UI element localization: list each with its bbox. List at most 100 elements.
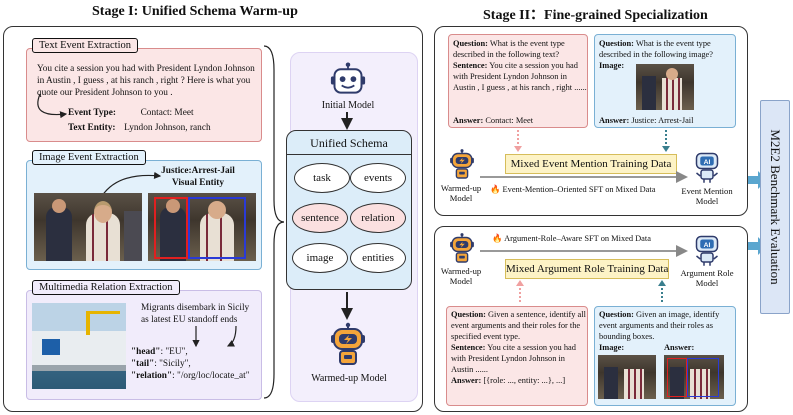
em-img-q-text: What is the event type described in the … xyxy=(599,39,713,59)
ar-training-data: Mixed Argument Role Training Data xyxy=(505,259,669,279)
image-event-tag: Image Event Extraction xyxy=(32,150,146,165)
annotated-woman-head xyxy=(208,201,226,219)
text-entity-label: Text Entity: xyxy=(68,123,116,133)
ar-image-question: Question: Given an image, identify event… xyxy=(599,309,733,342)
ar-output-icon xyxy=(692,233,722,267)
ar-answer-label: Answer: xyxy=(451,376,482,385)
em-dotted-arrows xyxy=(514,130,670,152)
ar-img-answer-label: Answer: xyxy=(664,342,694,353)
fire-icon: 🔥 xyxy=(490,185,501,194)
em-answer-label: Answer: xyxy=(453,116,484,125)
em-sft-text: Event-Mention–Oriented SFT on Mixed Data xyxy=(502,185,656,194)
em-img-q-label: Question: xyxy=(599,39,634,48)
schema-item-relation: relation xyxy=(350,203,406,233)
em-img-answer-label: Answer: xyxy=(599,116,630,125)
ar-image-label-text: Image: xyxy=(599,343,625,352)
relation-head: "head": "EU", xyxy=(131,346,188,358)
multimedia-arrows xyxy=(192,325,237,348)
relation-key: "relation" xyxy=(131,371,173,381)
person-officer-head xyxy=(52,199,66,213)
schema-item-entities: entities xyxy=(350,243,406,273)
text-event-arrow xyxy=(37,93,68,119)
annotated-officer-head xyxy=(166,199,180,213)
ar-sentence: You cite a session you had with Presiden… xyxy=(451,343,576,374)
em-text-question: Question: What is the event type describ… xyxy=(453,38,587,93)
ar-answer-officer xyxy=(670,367,684,399)
head-key: "head" xyxy=(131,347,161,357)
text-event-box xyxy=(26,48,262,142)
ar-img-q-text: Given an image, identify event arguments… xyxy=(599,310,720,341)
ar-warmed-icon xyxy=(448,232,476,264)
em-output-label: Event Mention Model xyxy=(681,186,733,206)
multimedia-caption: Migrants disembark in Sicily as latest E… xyxy=(141,303,250,325)
schema-item-sentence: sentence xyxy=(292,203,348,233)
text-event-tag: Text Event Extraction xyxy=(32,38,138,53)
text-event-entity: Text Entity: Lyndon Johnson, ranch xyxy=(68,122,211,134)
head-value: : "EU", xyxy=(160,347,188,357)
em-sentence: You cite a session you had with Presiden… xyxy=(453,61,587,92)
em-photo-officer xyxy=(642,76,656,110)
ar-dotted-arrows xyxy=(516,280,666,304)
text-event-type: Event Type: Contact: Meet xyxy=(68,107,194,119)
schema-item-task: task xyxy=(294,163,350,193)
initial-model-label: Initial Model xyxy=(321,100,375,111)
em-training-data: Mixed Event Mention Training Data xyxy=(505,154,677,174)
em-image-answer: Answer: Justice: Arrest-Jail xyxy=(599,115,693,126)
ar-answer-box-red xyxy=(667,358,687,397)
ar-image-photo xyxy=(598,355,656,399)
schema-to-warmed-arrow xyxy=(341,292,353,320)
ar-answer-woman xyxy=(690,369,710,399)
event-type-label: Event Type: xyxy=(68,108,116,118)
em-warmed-label: Warmed-up Model xyxy=(440,183,482,203)
em-q-label: Question: xyxy=(453,39,488,48)
em-sentence-label: Sentence: xyxy=(453,61,488,70)
annotation-visual-entity: Visual Entity xyxy=(171,178,225,188)
em-img-answer: Justice: Arrest-Jail xyxy=(631,116,694,125)
relation-tail: "tail": "Sicily", xyxy=(131,358,191,370)
ship-photo xyxy=(32,303,126,389)
ar-answer-photo xyxy=(664,355,724,399)
ar-sentence-label: Sentence: xyxy=(451,343,486,352)
em-output-icon xyxy=(692,150,722,184)
ar-sft-text: Argument-Role–Aware SFT on Mixed Data xyxy=(504,234,651,243)
person-officer xyxy=(46,207,72,261)
em-warmed-icon xyxy=(448,148,476,180)
stage1-bracket xyxy=(263,45,285,399)
warmed-model-label: Warmed-up Model xyxy=(311,373,387,384)
ar-photo-officer xyxy=(604,367,618,399)
schema-item-events: events xyxy=(350,163,406,193)
dock xyxy=(32,365,126,371)
ar-q-text: Given a sentence, identify all event arg… xyxy=(451,310,586,341)
em-process-arrow xyxy=(480,171,688,183)
ship-logo xyxy=(42,339,60,355)
relation-value: : "/org/loc/locate_at" xyxy=(172,371,250,381)
schema-item-image: image xyxy=(292,243,348,273)
bounding-box-blue xyxy=(188,197,246,259)
em-answer: Contact: Meet xyxy=(485,116,534,125)
ar-output-label: Argument Role Model xyxy=(680,268,734,288)
ar-text-question-box xyxy=(446,306,588,406)
unified-schema-title: Unified Schema xyxy=(310,136,388,150)
bounding-box-red xyxy=(154,197,188,259)
ar-img-q-label: Question: xyxy=(599,310,634,319)
image-event-annotation: Justice:Arrest-Jail Visual Entity xyxy=(158,165,238,189)
em-image-label: Image: xyxy=(599,61,625,70)
ar-image-label: Image: xyxy=(599,342,624,353)
ar-img-answer-label-text: Answer: xyxy=(664,343,695,352)
text-entity-value: Lyndon Johnson, ranch xyxy=(124,123,211,133)
text-event-sentence: You cite a session you had with Presiden… xyxy=(37,64,255,98)
warmed-model-icon xyxy=(328,322,368,366)
ar-photo-woman xyxy=(624,369,644,399)
stage1-title: Stage I: Unified Schema Warm-up xyxy=(92,4,298,19)
em-image-question: Question: What is the event type describ… xyxy=(599,38,733,71)
arrest-photo-annotated xyxy=(148,193,256,261)
multimedia-tag: Multimedia Relation Extraction xyxy=(32,280,180,295)
ar-q-label: Question: xyxy=(451,310,486,319)
annotated-woman xyxy=(200,213,234,261)
background-person xyxy=(124,211,142,261)
ar-warmed-label: Warmed-up Model xyxy=(440,266,482,286)
tail-key: "tail" xyxy=(131,359,155,369)
ship-crane xyxy=(86,311,90,335)
ar-sft-label: 🔥 Argument-Role–Aware SFT on Mixed Data xyxy=(492,233,651,244)
fire-icon: 🔥 xyxy=(492,234,503,243)
